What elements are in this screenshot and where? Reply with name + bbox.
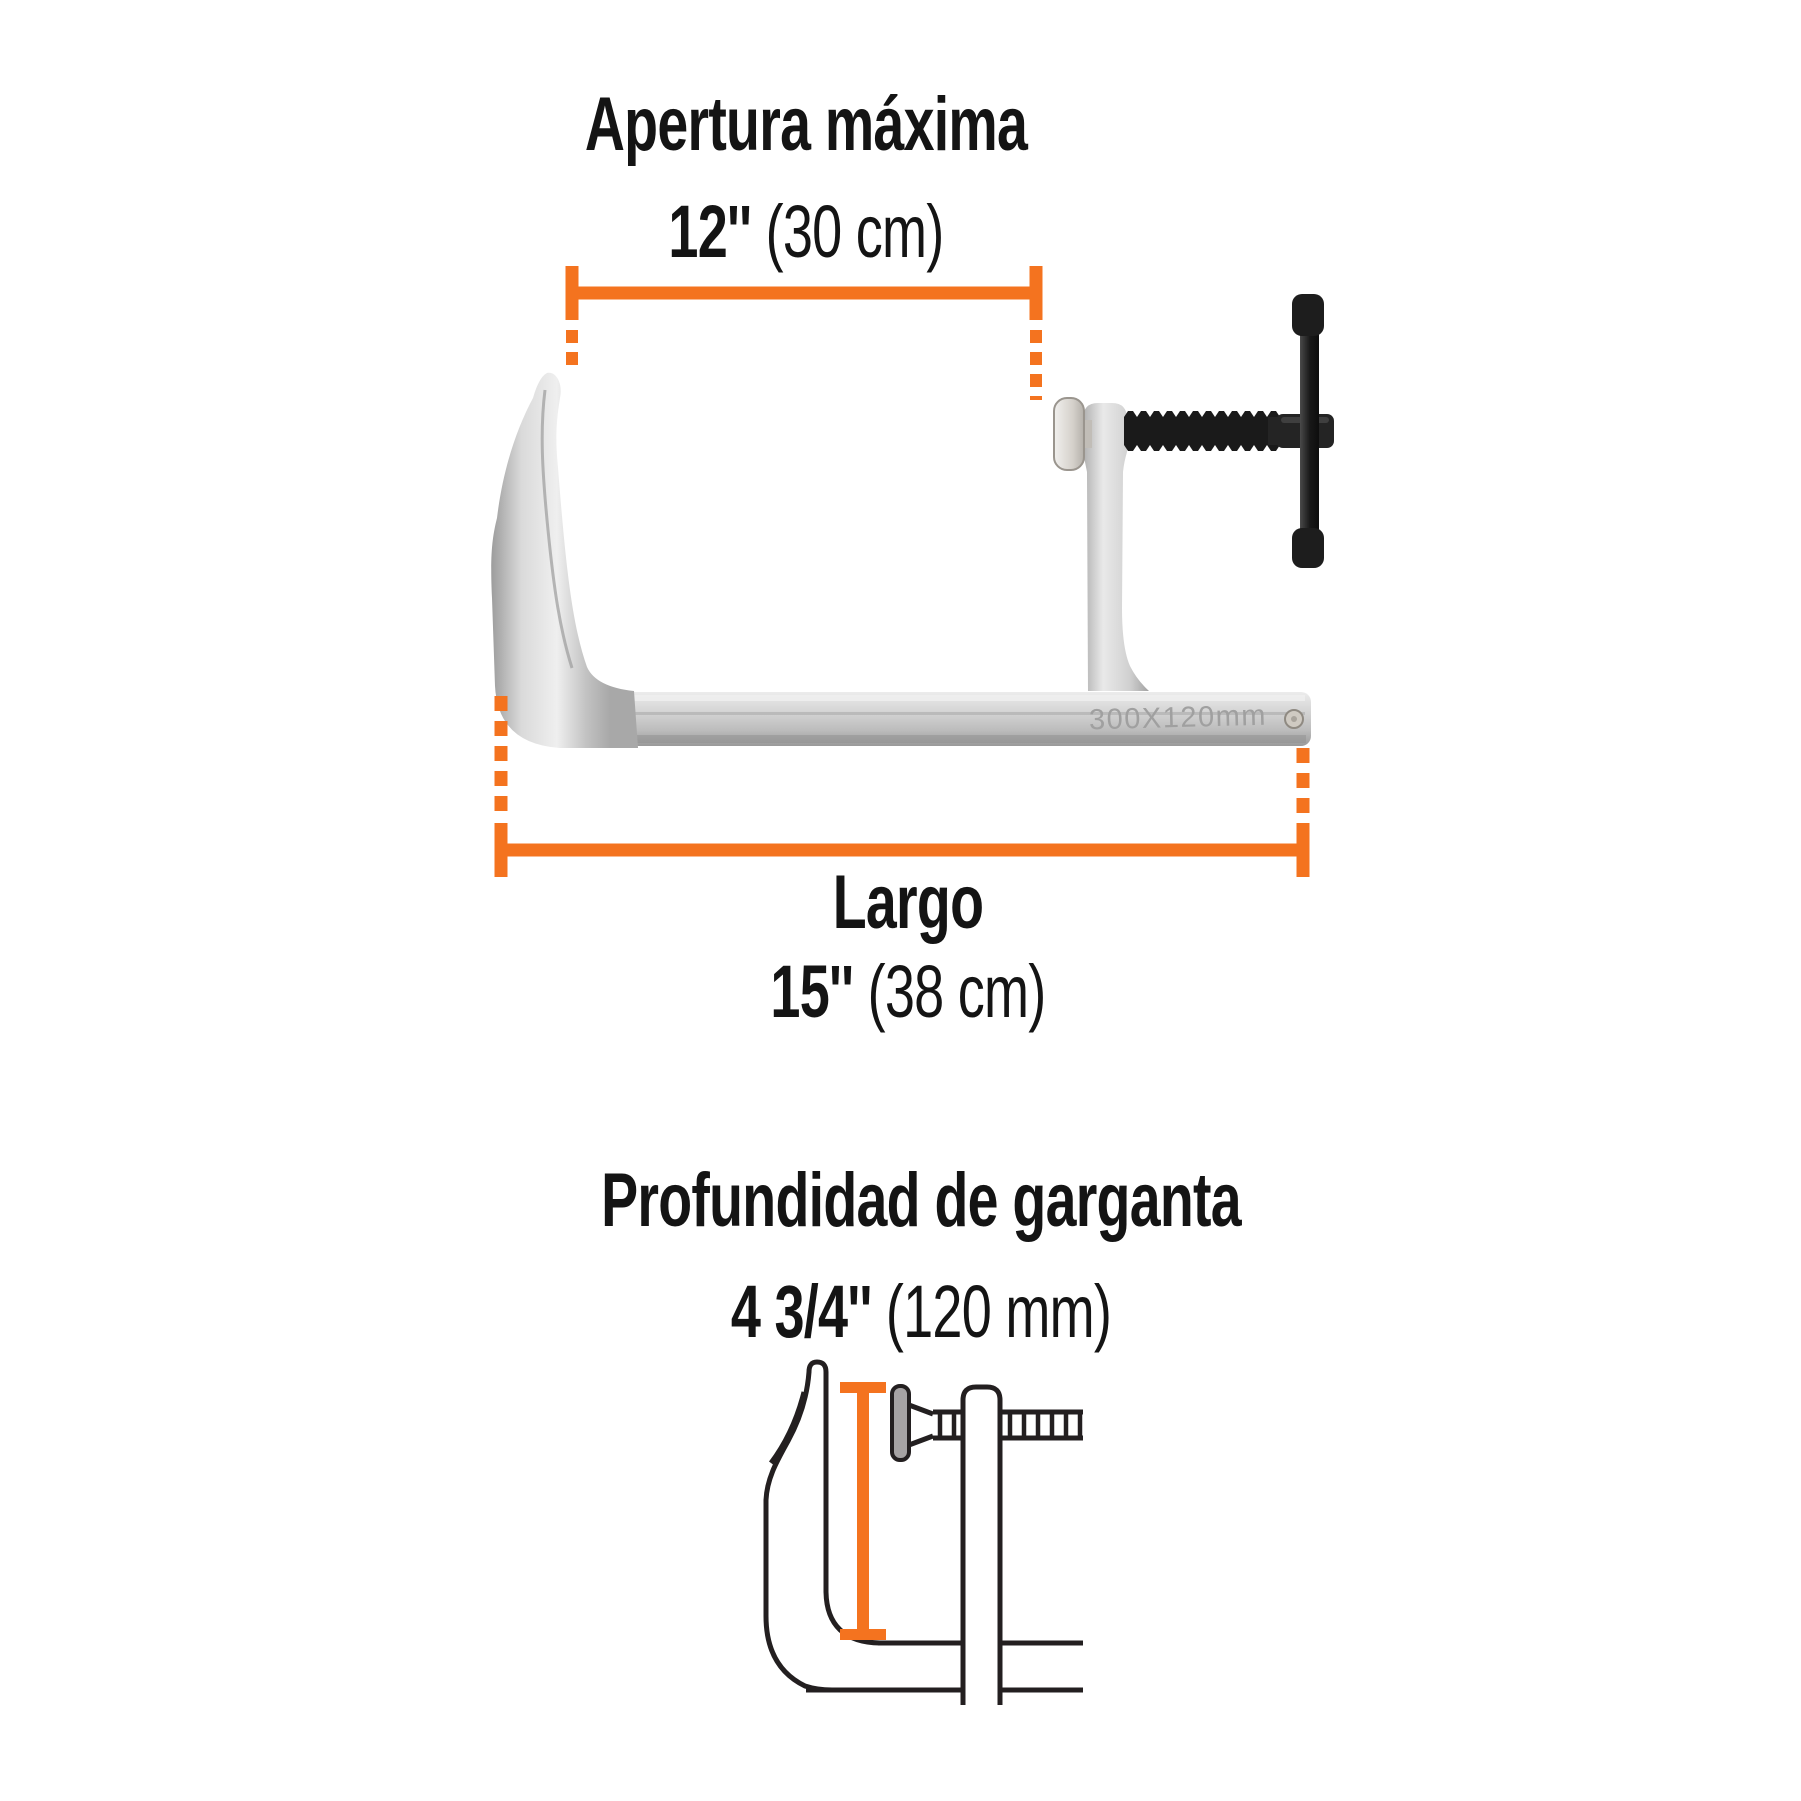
t-handle-bottom-knob — [1292, 528, 1324, 568]
throat-depth-diagram — [763, 1359, 1083, 1705]
screw-thread — [1124, 410, 1282, 452]
top-dimension-line — [565, 266, 1043, 400]
rail-bar — [545, 692, 1311, 746]
t-handle — [1276, 294, 1334, 568]
throat-depth-label: Profundidad de garganta — [593, 1158, 1250, 1243]
max-opening-value-inches: 12'' — [668, 190, 752, 273]
throat-dimension-line — [840, 1382, 886, 1640]
rivet — [1284, 709, 1304, 729]
drawing-swivel-pad — [890, 1384, 911, 1462]
max-opening-value-metric: (30 cm) — [765, 190, 945, 273]
max-opening-label: Apertura máxima — [478, 82, 1135, 167]
bottom-dimension-line — [494, 696, 1310, 877]
length-value-metric: (38 cm) — [867, 950, 1047, 1033]
fixed-jaw-ridge — [540, 389, 574, 669]
throat-depth-value: 4 3/4'' (120 mm) — [593, 1272, 1250, 1352]
fixed-jaw — [491, 372, 638, 748]
t-handle-shaft — [1300, 328, 1319, 538]
length-label: Largo — [580, 860, 1237, 945]
length-title: Largo — [832, 860, 984, 945]
swivel-pad — [1053, 397, 1092, 471]
max-opening-value: 12'' (30 cm) — [478, 192, 1135, 272]
length-value-inches: 15'' — [770, 950, 854, 1033]
clamp-photo: 300X120mm — [491, 294, 1334, 748]
t-handle-top-knob — [1292, 294, 1324, 336]
throat-depth-title: Profundidad de garganta — [601, 1158, 1241, 1243]
throat-depth-value-inches: 4 3/4'' — [730, 1270, 872, 1353]
sliding-jaw — [1083, 403, 1149, 691]
throat-depth-value-metric: (120 mm) — [885, 1270, 1112, 1353]
drawing-arm-detail — [768, 1391, 807, 1465]
length-value: 15'' (38 cm) — [580, 952, 1237, 1032]
drawing-slide-bar — [960, 1384, 1003, 1705]
bar-marking-text: 300X120mm — [1089, 700, 1268, 737]
drawing-fixed-arm — [763, 1359, 881, 1693]
max-opening-title: Apertura máxima — [584, 82, 1028, 167]
